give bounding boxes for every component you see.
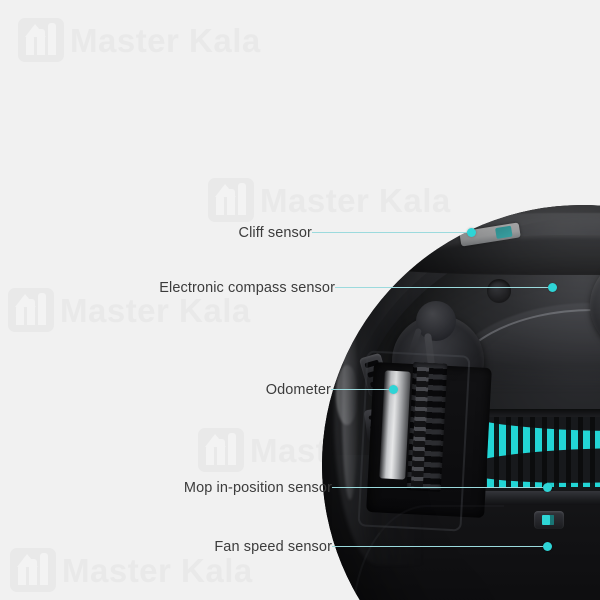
watermark-text: Master Kala: [60, 291, 251, 329]
master-kala-logo-icon: [198, 428, 244, 472]
callout-leader-line: [312, 232, 475, 234]
callout-leader-line: [332, 487, 551, 489]
callout-label-fan-speed-sensor: Fan speed sensor: [214, 539, 332, 555]
callout-endpoint-dot: [543, 542, 552, 551]
callout-label-odometer: Odometer: [265, 382, 331, 398]
callout-leader-line: [331, 389, 397, 391]
master-kala-logo-icon: [8, 288, 54, 332]
left-edge-highlight: [336, 365, 358, 425]
watermark-text: Master Kala: [260, 181, 451, 219]
robot-vacuum-underside-image: [322, 205, 600, 600]
callout-leader-line: [332, 546, 551, 548]
master-kala-logo-icon: [18, 18, 64, 62]
callout-endpoint-dot: [467, 228, 476, 237]
callout-label-electronic-compass-sensor: Electronic compass sensor: [159, 280, 335, 296]
callout-leader-line: [335, 287, 556, 289]
master-kala-logo-icon: [10, 548, 56, 592]
callout-endpoint-dot: [548, 283, 557, 292]
master-kala-logo-icon: [208, 178, 254, 222]
callout-endpoint-dot: [389, 385, 398, 394]
watermark: Master Kala: [18, 18, 261, 62]
callout-label-cliff-sensor: Cliff sensor: [238, 225, 312, 241]
mop-indicator-tab-1: [534, 511, 564, 529]
callout-endpoint-dot: [543, 483, 552, 492]
caster-wheel-housing: [590, 253, 600, 357]
side-brush-cap: [416, 301, 456, 341]
callout-label-mop-in-position-sensor: Mop in-position sensor: [183, 480, 332, 496]
watermark-text: Master Kala: [62, 551, 253, 589]
sensor-port: [487, 279, 511, 303]
watermark: Master Kala: [208, 178, 451, 222]
watermark-text: Master Kala: [70, 21, 261, 59]
roller-brush-lip: [460, 491, 600, 505]
roller-brush-bristles: [470, 417, 600, 487]
